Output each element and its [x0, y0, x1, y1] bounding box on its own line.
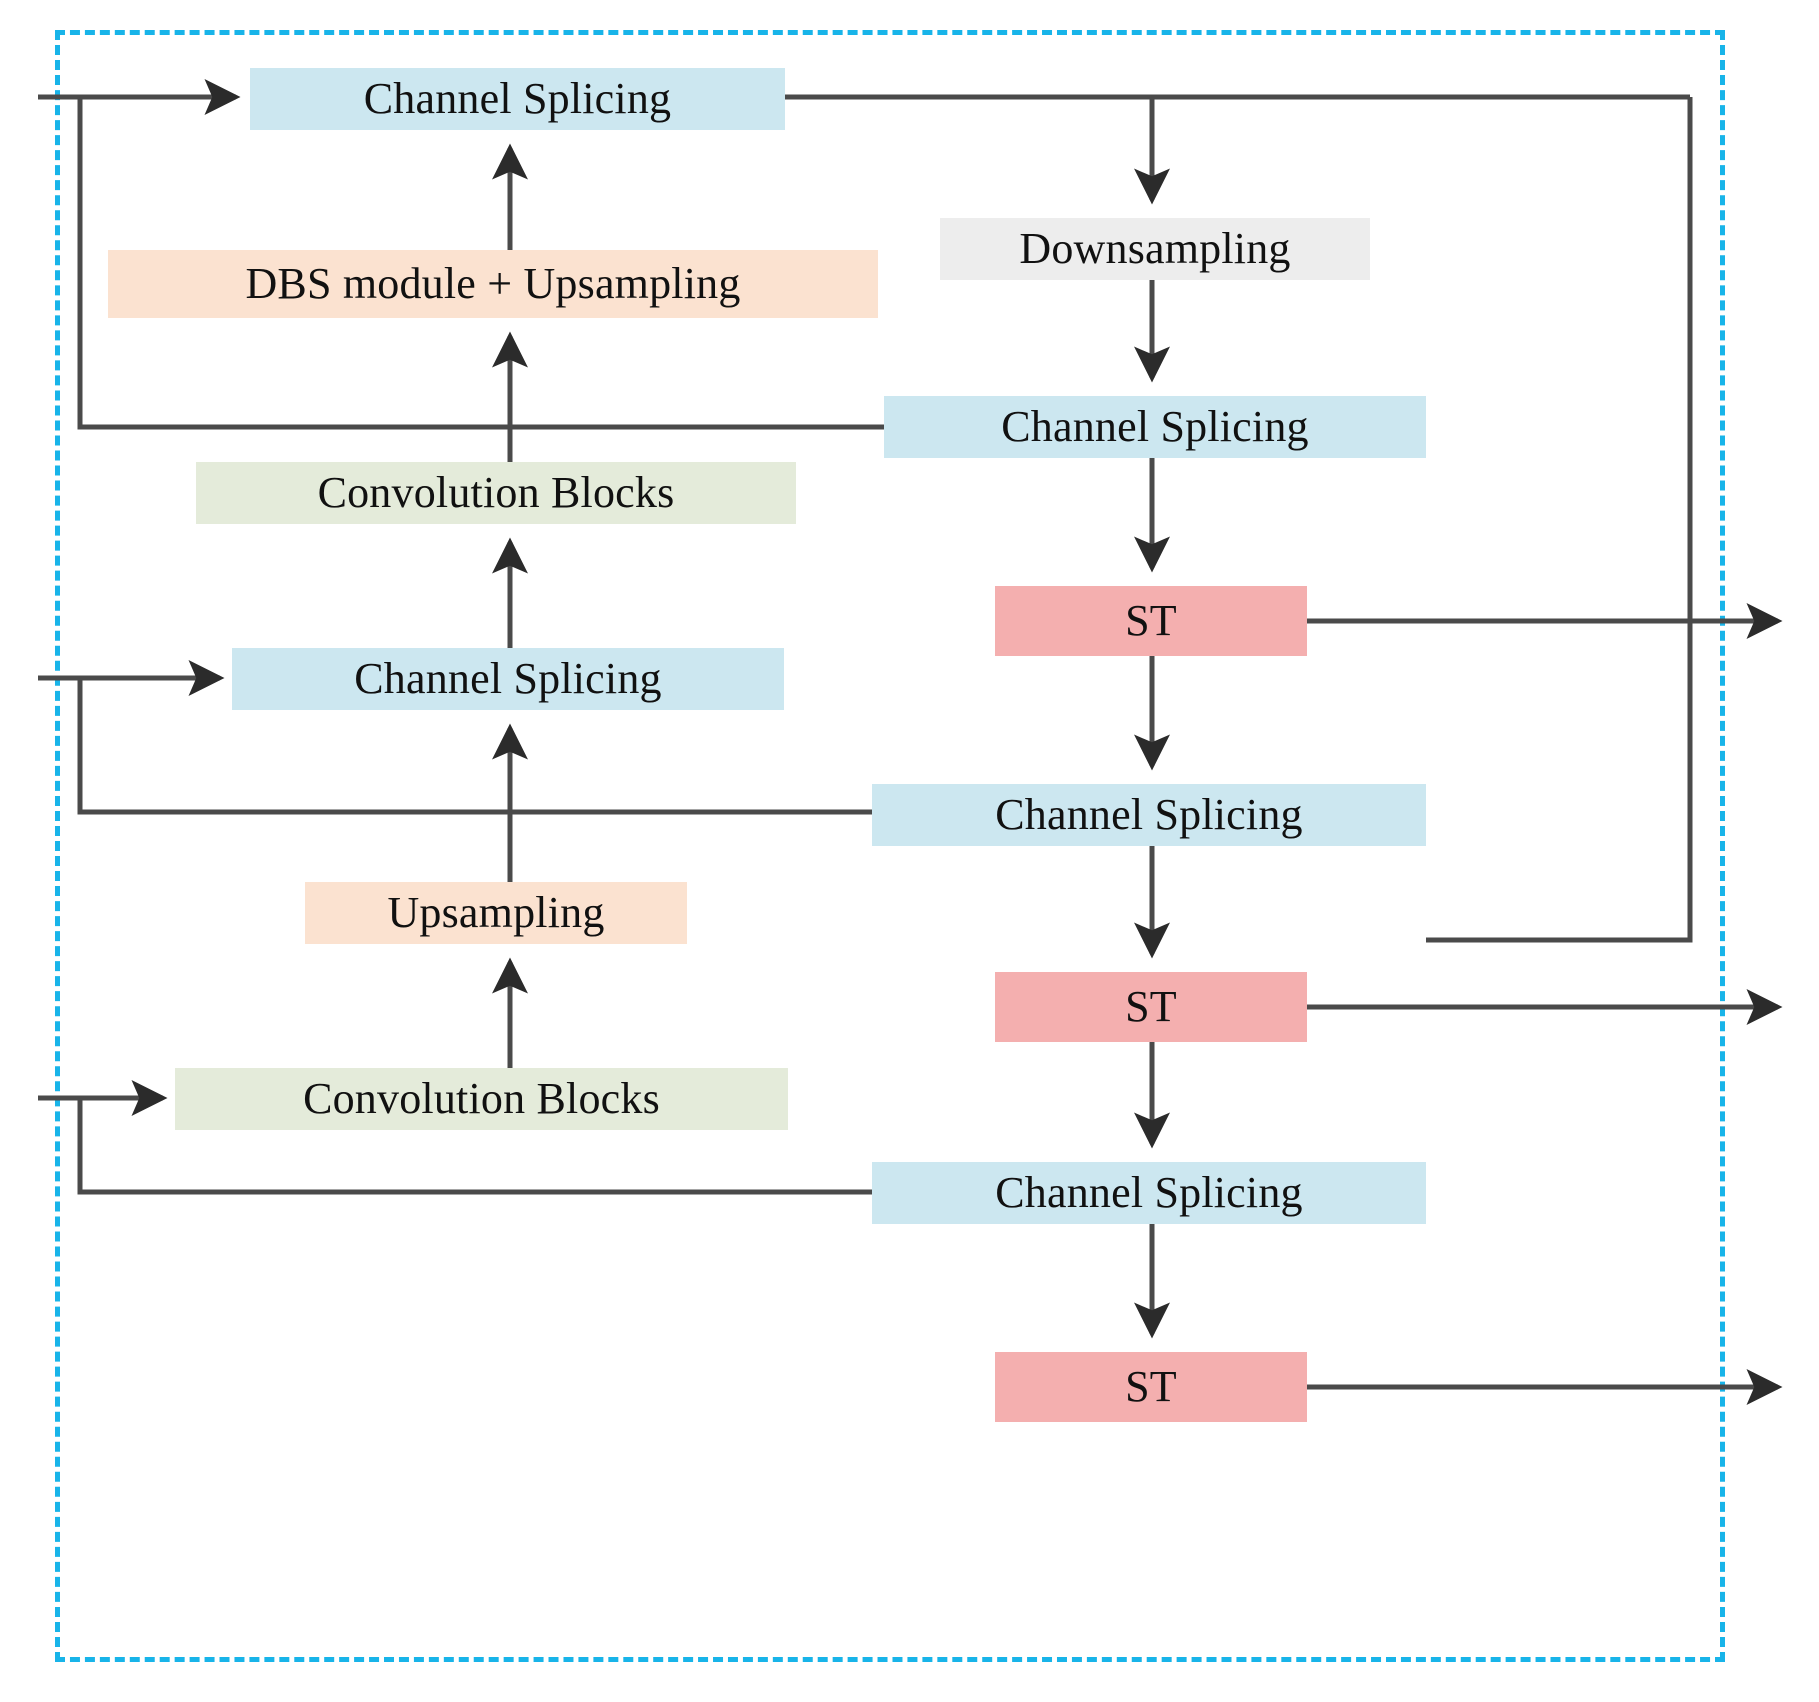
- node-st-3[interactable]: ST: [995, 1352, 1307, 1422]
- node-downsampling[interactable]: Downsampling: [940, 218, 1370, 280]
- node-label: DBS module + Upsampling: [245, 259, 741, 308]
- edge-right-vertical-bus: [1426, 97, 1693, 943]
- node-label: Channel Splicing: [354, 654, 662, 703]
- node-channel-splicing-right-3[interactable]: Channel Splicing: [872, 1162, 1426, 1224]
- node-convolution-blocks-upper[interactable]: Convolution Blocks: [196, 462, 796, 524]
- node-label: Convolution Blocks: [317, 468, 675, 517]
- node-label: ST: [1125, 982, 1177, 1031]
- node-label: ST: [1125, 1362, 1177, 1411]
- node-label: Upsampling: [387, 888, 605, 937]
- node-label: Channel Splicing: [1001, 402, 1309, 451]
- node-label: Convolution Blocks: [303, 1074, 660, 1123]
- node-convolution-blocks-lower[interactable]: Convolution Blocks: [175, 1068, 788, 1130]
- node-label: Channel Splicing: [363, 74, 672, 123]
- node-label: Channel Splicing: [995, 790, 1303, 839]
- node-label: Downsampling: [1019, 224, 1291, 273]
- node-upsampling[interactable]: Upsampling: [305, 882, 687, 944]
- node-label: Channel Splicing: [995, 1168, 1303, 1217]
- node-st-2[interactable]: ST: [995, 972, 1307, 1042]
- node-channel-splicing-top-left[interactable]: Channel Splicing: [250, 68, 785, 130]
- node-label: ST: [1125, 596, 1177, 645]
- node-channel-splicing-right-1[interactable]: Channel Splicing: [884, 396, 1426, 458]
- node-st-1[interactable]: ST: [995, 586, 1307, 656]
- node-channel-splicing-mid-left[interactable]: Channel Splicing: [232, 648, 784, 710]
- node-dbs-module-upsampling[interactable]: DBS module + Upsampling: [108, 250, 878, 318]
- node-channel-splicing-right-2[interactable]: Channel Splicing: [872, 784, 1426, 846]
